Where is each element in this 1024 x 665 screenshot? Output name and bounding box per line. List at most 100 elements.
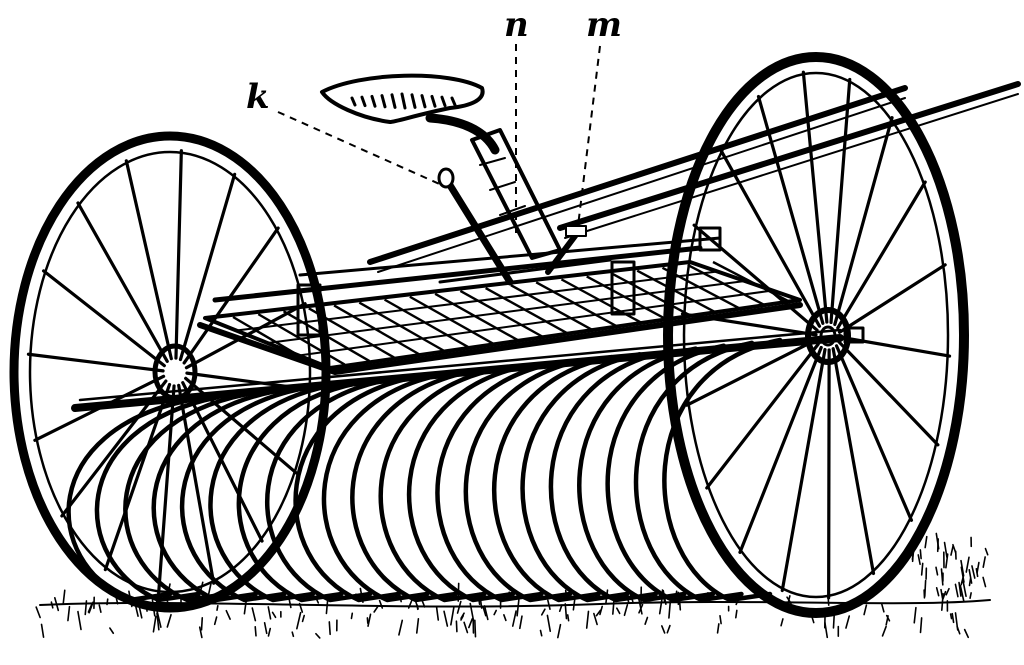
rake-tine [66,397,193,603]
grass-blade [935,586,940,597]
grass-blade [958,581,962,597]
grass-blade [328,621,331,636]
rake-tine [236,380,361,603]
right-wheel-hub [805,307,851,365]
grass-blade [593,612,598,626]
deck-slat [560,278,643,324]
seat-assembly [320,73,562,260]
grass-blade [615,607,621,615]
grass-blade [585,610,590,629]
grass-blade [216,604,219,611]
left-spoke [76,201,169,363]
left-spoke [174,149,183,360]
grass-blade [942,590,947,600]
rake-tine [406,363,530,603]
label-m: m [586,5,622,45]
grass-blade [516,598,520,617]
grass-blade [658,598,663,615]
grass-blade [976,561,980,574]
left-spoke [41,269,166,368]
right-spoke [692,223,819,332]
grass-blade [881,603,885,613]
deck-slat [459,289,544,338]
seat-hole [440,95,447,108]
grass-blade [519,615,523,630]
grass-blade [267,627,272,637]
seat-perforations [350,92,457,110]
grass-blade [152,615,157,633]
deck-slat [510,284,593,331]
grass-blade [156,610,162,628]
seat-hole [420,94,427,109]
grass-blade [940,588,944,599]
seat-hole [360,95,367,108]
grass-blade [951,612,955,624]
deck-slat [409,295,494,345]
grass-blade [539,629,543,637]
right-spoke [680,312,818,337]
grass-blade [661,625,666,634]
rake-tine [492,354,614,603]
left-spoke [157,384,176,595]
grass-blade [920,562,924,576]
deck-rail [236,270,718,332]
grass-blade [435,605,440,621]
grass-blade [301,614,306,623]
grass-blade [243,599,248,615]
grass-blade [960,566,965,583]
grass-blade [166,613,172,628]
grass-blade [482,605,487,617]
right-spoke [838,335,952,358]
grass-blade [832,613,836,629]
right-spoke [780,347,827,593]
ground-grass [35,532,989,639]
right-spoke [705,342,820,490]
right-spoke [831,347,876,576]
grass-blade [935,532,940,550]
grass-blade [950,545,954,556]
grass-blade [952,543,957,554]
grass-blade [296,611,302,630]
grass-blade [959,584,965,603]
grass-blade [263,621,268,635]
left-wheel [9,131,331,613]
rake-tine [265,377,389,603]
grass-blade [77,610,82,631]
grass-blade [595,609,602,617]
grass-blade [35,606,41,619]
grass-blade [373,606,379,613]
right-spoke [829,77,852,325]
grass-blade [863,604,868,616]
levers [437,167,612,286]
grass-blade [954,583,959,598]
rake-tine [208,383,333,603]
leader-m [577,45,601,227]
seat-hole [350,96,357,107]
grass-blade [845,615,851,629]
grass-blade [67,605,71,622]
grass-blade [940,568,944,586]
grass-blade [564,603,568,620]
grass-blade [612,598,615,615]
grass-blade [960,559,965,576]
grass-blade [415,618,420,634]
grass-blade [637,597,643,615]
label-k: k [246,77,270,117]
grass-blade [566,614,570,622]
grass-blade [949,613,953,620]
rake-tine [463,357,586,603]
grass-blade [460,614,465,621]
grass-blade [109,627,115,635]
deck-slat [535,281,618,328]
grass-blade [924,535,928,549]
right-spoke [738,345,823,554]
grass-blade [138,607,143,619]
grass-blade [968,568,973,584]
grass-blade [443,610,449,627]
grass-blade [735,609,738,619]
grass-blade [474,619,477,638]
leader-k [277,111,445,187]
grass-blade [450,606,455,626]
shafts [367,81,1021,273]
